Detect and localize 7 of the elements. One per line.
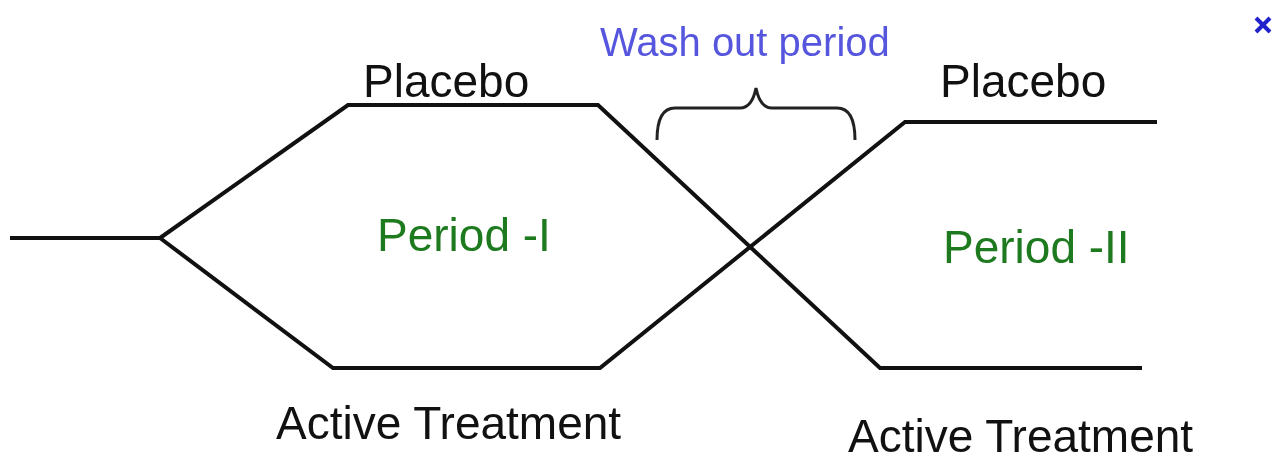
period-label: Period -II [943,224,1130,270]
arm-label: Placebo [940,58,1107,104]
period-label: Period -I [377,212,551,258]
arm-label: Active Treatment [848,413,1194,459]
arm-label: Placebo [363,58,530,104]
brace-label: Wash out period [600,22,890,62]
arm-label: Active Treatment [276,400,622,446]
